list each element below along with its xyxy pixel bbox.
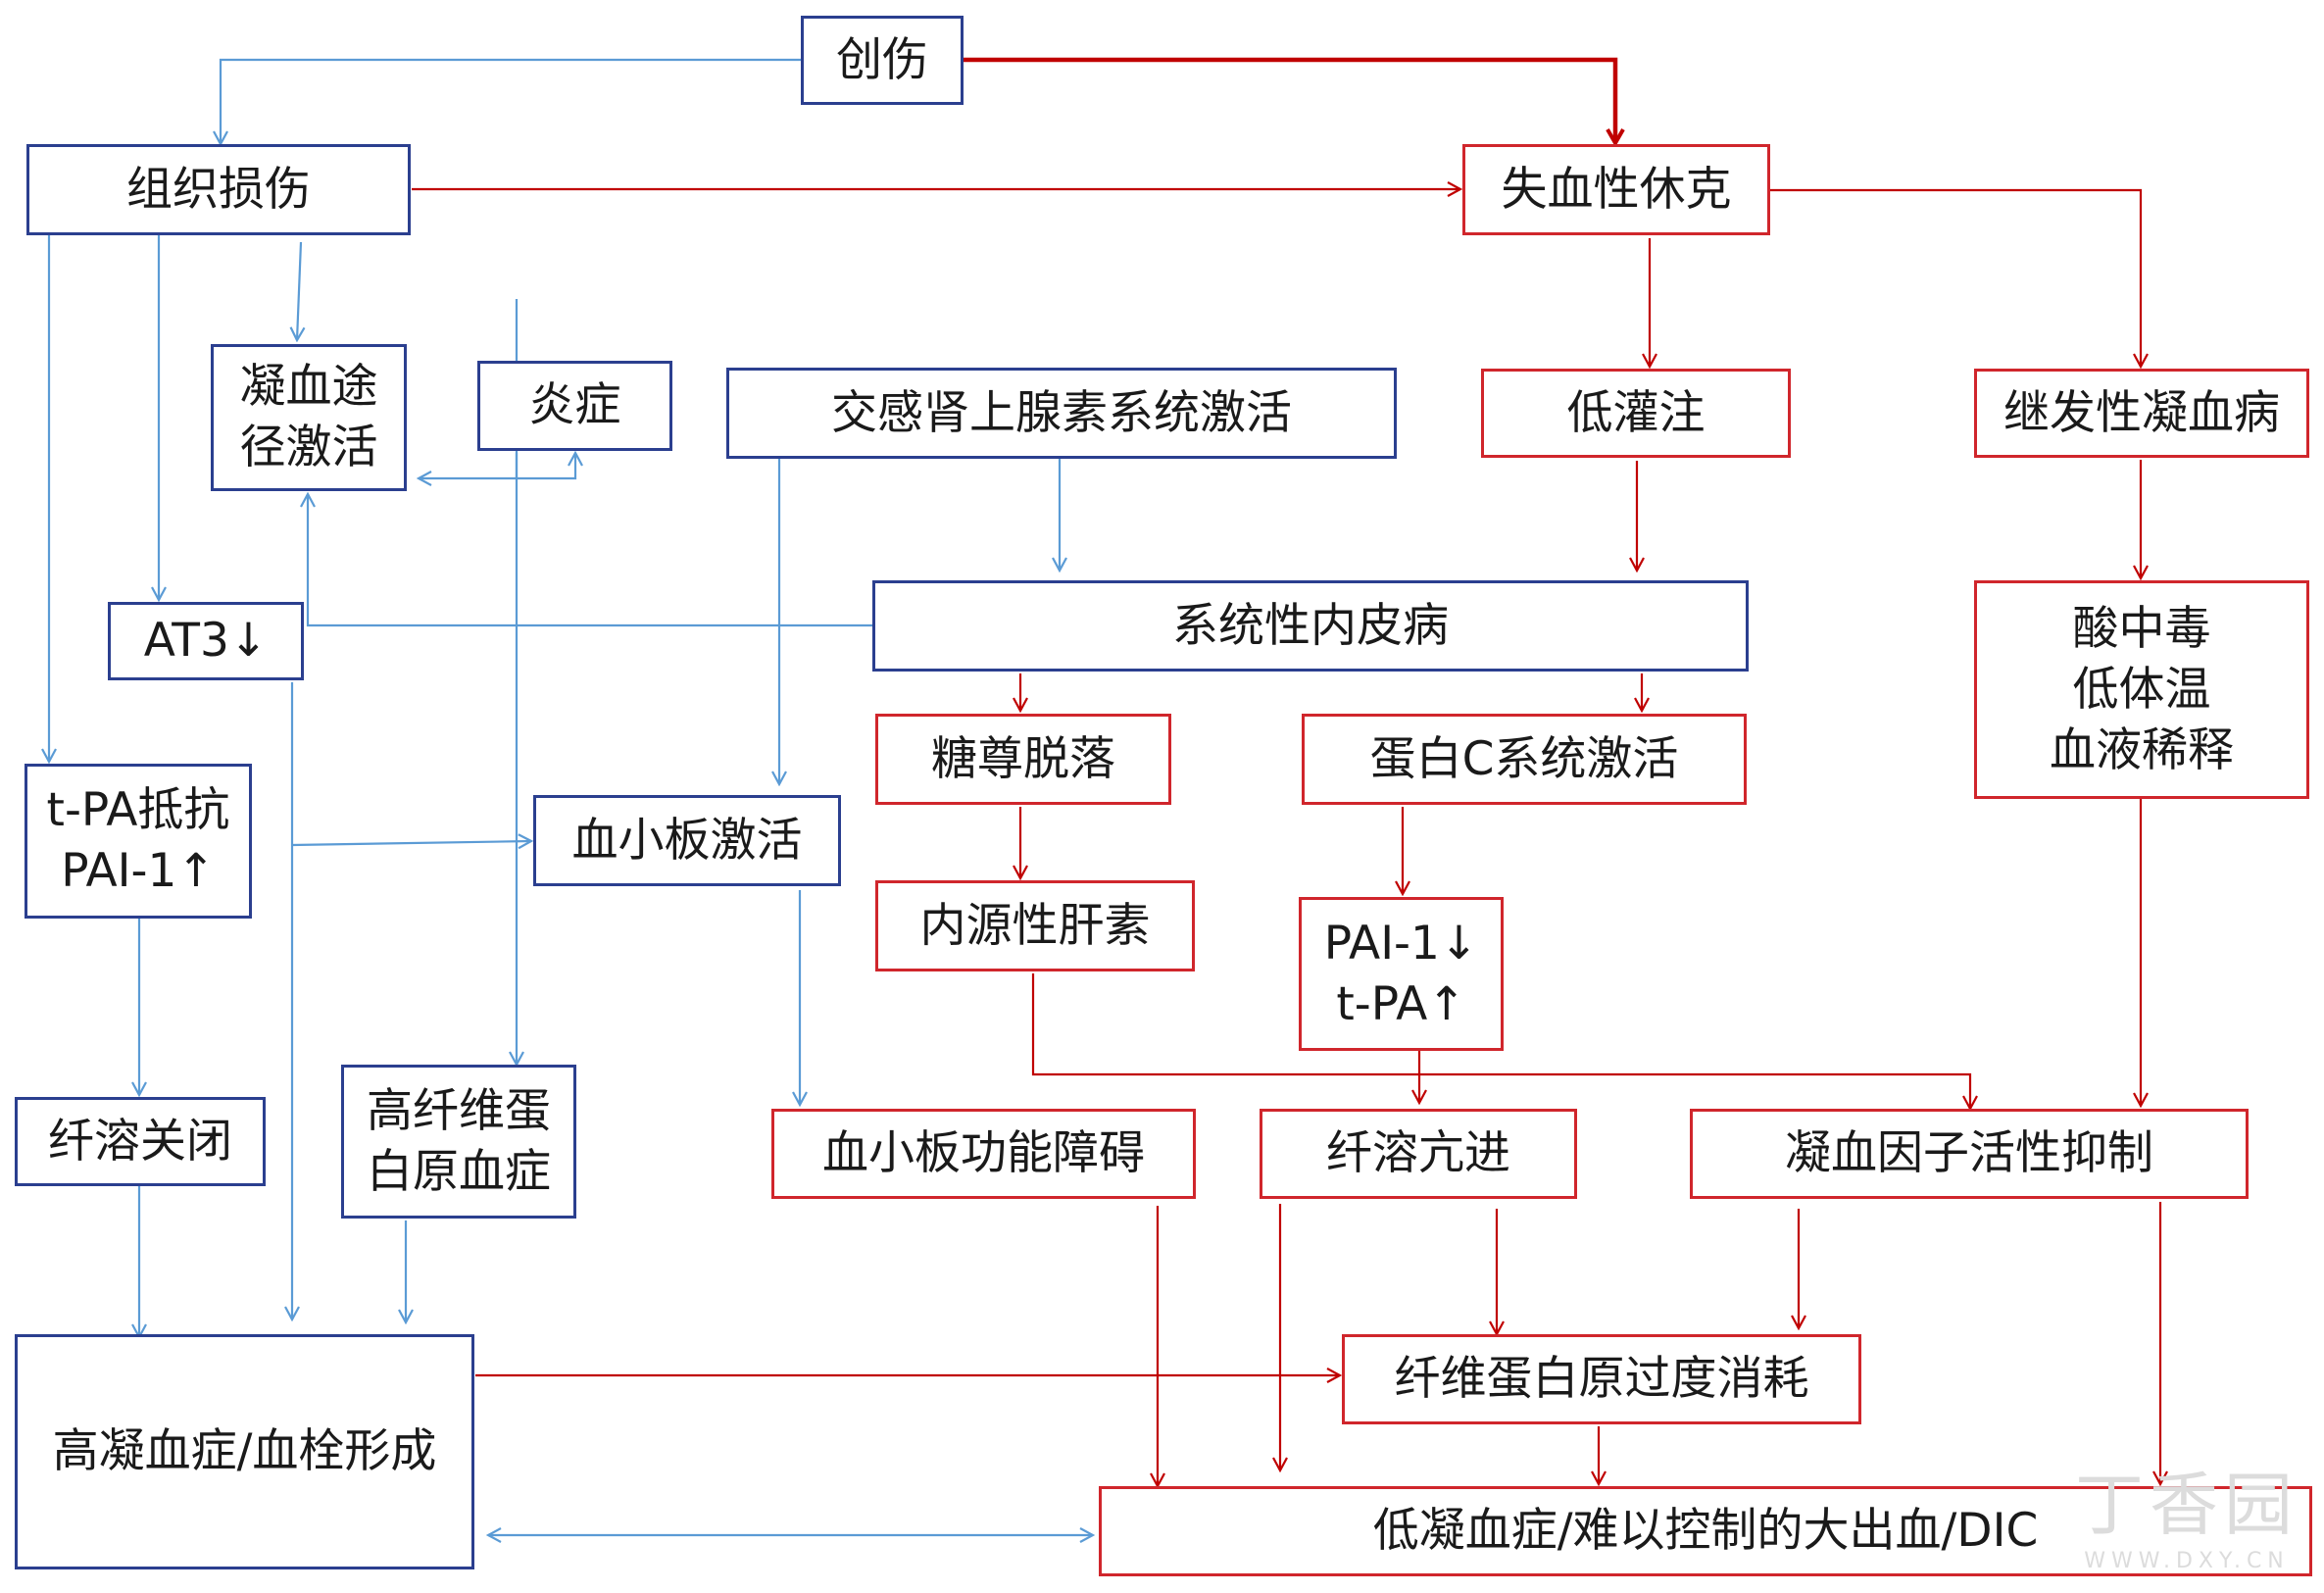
arrow-trauma-to-shock <box>964 57 1625 148</box>
arrow-to-inflammation <box>517 453 575 480</box>
watermark: 丁香园 WWW.DXY.CN <box>2075 1450 2299 1573</box>
node-systemic-endotheliopathy: 系统性内皮病 <box>872 580 1749 672</box>
node-tissue-injury: 组织损伤 <box>26 144 411 235</box>
node-secondary-coagulopathy: 继发性凝血病 <box>1974 369 2309 458</box>
node-acidosis-hypothermia-dilution: 酸中毒 低体温 血液稀释 <box>1974 580 2309 799</box>
arrow-endothelium-to-coag <box>308 494 872 627</box>
arrow-heparin-to-factor <box>1031 973 1970 1109</box>
node-fibrinolysis-shutdown: 纤溶关闭 <box>15 1097 266 1186</box>
arrow-tissue-to-coag <box>297 241 301 340</box>
node-pai-tpa: PAI-1↓ t-PA↑ <box>1299 897 1504 1051</box>
node-hypoperfusion: 低灌注 <box>1481 369 1791 458</box>
node-endogenous-heparin: 内源性肝素 <box>875 880 1195 971</box>
node-fibrinogen-consumption: 纤维蛋白原过度消耗 <box>1342 1334 1861 1424</box>
node-hyperfibrinogenemia: 高纤维蛋 白原血症 <box>341 1065 576 1219</box>
arrow-at3-to-platelet <box>291 841 531 845</box>
node-inflammation: 炎症 <box>477 361 672 451</box>
node-coag-activation: 凝血途 径激活 <box>211 344 407 491</box>
watermark-main: 丁香园 <box>2075 1465 2299 1545</box>
node-glycocalyx-shedding: 糖尊脱落 <box>875 714 1171 805</box>
node-tpa-resist: t-PA抵抗 PAI-1↑ <box>25 764 252 919</box>
node-hyperfibrinolysis: 纤溶亢进 <box>1260 1109 1577 1199</box>
node-hypocoagulability: 低凝血症/难以控制的大出血/DIC <box>1099 1486 2312 1576</box>
watermark-sub: WWW.DXY.CN <box>2084 1549 2290 1573</box>
node-protein-c-activation: 蛋白C系统激活 <box>1302 714 1747 805</box>
arrow-shock-to-secondary <box>1770 188 2141 367</box>
arrow-trauma-to-tissue <box>221 58 801 144</box>
node-sympatho-adrenal: 交感肾上腺素系统激活 <box>726 368 1397 459</box>
node-platelet-activation: 血小板激活 <box>533 795 841 886</box>
node-factor-inhibition: 凝血因子活性抑制 <box>1690 1109 2249 1199</box>
node-at3: AT3↓ <box>108 602 304 680</box>
node-trauma: 创伤 <box>801 16 964 105</box>
node-hemorrhagic-shock: 失血性休克 <box>1462 144 1770 235</box>
node-platelet-dysfunction: 血小板功能障碍 <box>771 1109 1196 1199</box>
node-hypercoagulability: 高凝血症/血栓形成 <box>15 1334 474 1569</box>
